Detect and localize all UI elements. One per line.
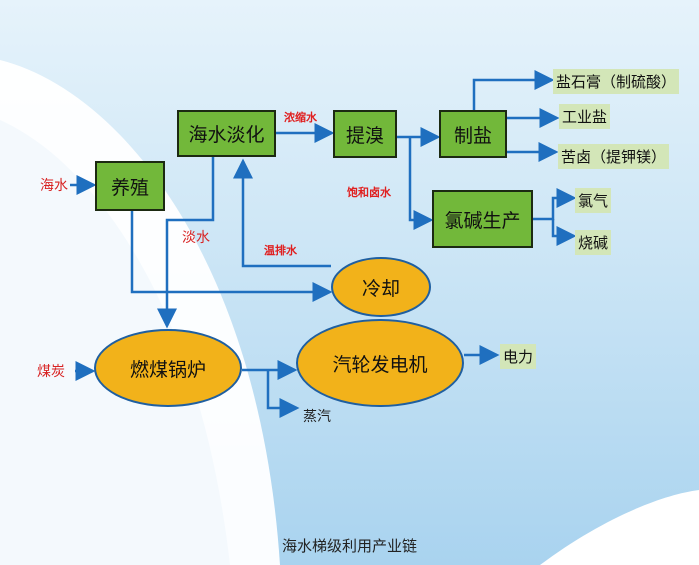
aquaculture-box: 养殖 bbox=[95, 161, 165, 211]
label-concentrated-water: 浓缩水 bbox=[284, 111, 317, 124]
label-fresh-water: 淡水 bbox=[182, 230, 210, 246]
salt-box: 制盐 bbox=[439, 110, 507, 158]
generator-ellipse: 汽轮发电机 bbox=[296, 319, 464, 407]
output-industrial-salt: 工业盐 bbox=[559, 104, 611, 129]
output-chlorine: 氯气 bbox=[575, 188, 612, 213]
label-warm-discharge: 温排水 bbox=[264, 244, 297, 257]
cooling-ellipse: 冷却 bbox=[331, 257, 431, 317]
bromine-box: 提溴 bbox=[333, 110, 397, 158]
diagram-title: 海水梯级利用产业链 bbox=[281, 537, 417, 555]
output-caustic-soda: 烧碱 bbox=[575, 230, 612, 255]
boiler-ellipse: 燃煤锅炉 bbox=[94, 329, 242, 407]
label-saturated-brine: 饱和卤水 bbox=[347, 186, 391, 199]
desalination-box: 海水淡化 bbox=[177, 110, 276, 157]
label-seawater: 海水 bbox=[40, 178, 68, 194]
output-power: 电力 bbox=[500, 344, 537, 369]
output-bittern: 苦卤（提钾镁） bbox=[558, 144, 670, 169]
label-coal: 煤炭 bbox=[37, 364, 65, 380]
label-steam: 蒸汽 bbox=[303, 409, 331, 425]
chlor-alkali-box: 氯碱生产 bbox=[432, 190, 533, 248]
output-gypsum: 盐石膏（制硫酸） bbox=[553, 69, 680, 94]
